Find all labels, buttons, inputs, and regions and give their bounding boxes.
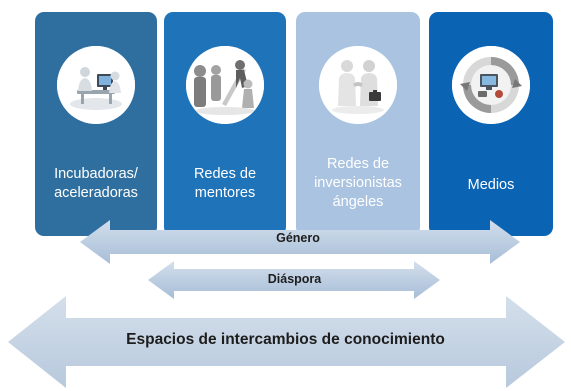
espacios-arrow	[8, 296, 565, 388]
card-medios: Medios	[429, 12, 553, 236]
media-cycle-icon	[452, 46, 530, 124]
card-label: Incubadoras/ aceleradoras	[54, 166, 138, 201]
card-mentores: Redes de mentores	[164, 12, 286, 236]
card-label: Redes de mentores	[193, 166, 257, 201]
card-incubadoras: Incubadoras/ aceleradoras	[35, 12, 157, 236]
mentors-climbing-icon	[186, 46, 264, 124]
diaspora-label: Diáspora	[267, 272, 322, 286]
espacios-label: Espacios de intercambios de conocimiento	[126, 331, 445, 348]
investors-handshake-icon	[319, 46, 397, 124]
card-inversionistas: Redes de inversionistas ángeles	[296, 12, 420, 236]
people-at-computer-icon	[57, 46, 135, 124]
card-label: Medios	[467, 177, 515, 193]
card-label: Redes de inversionistas ángeles	[314, 156, 402, 210]
genero-label: Género	[276, 231, 320, 245]
diaspora-arrow	[148, 261, 440, 299]
genero-arrow	[80, 220, 520, 264]
